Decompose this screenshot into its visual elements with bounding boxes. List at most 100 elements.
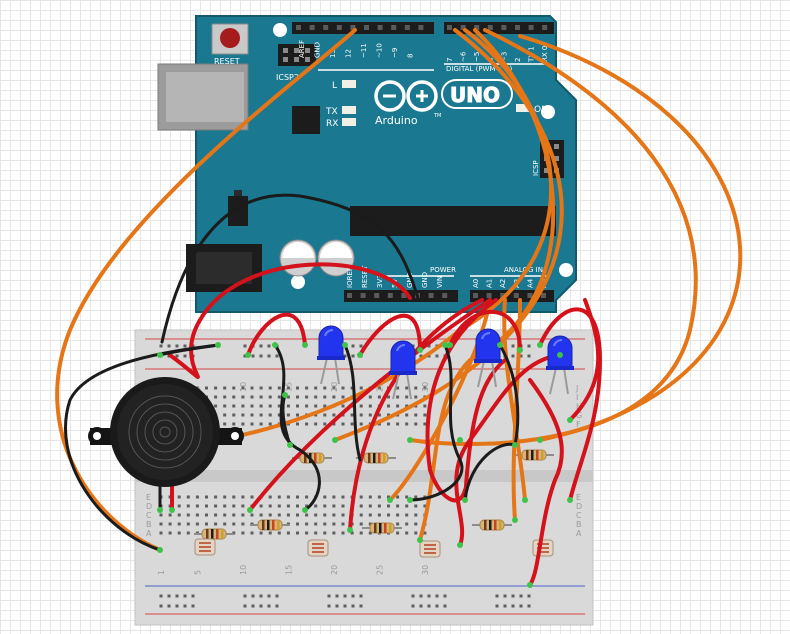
power-label: POWER: [430, 266, 456, 274]
row-label: E: [146, 493, 151, 502]
column-label: 10: [239, 565, 248, 575]
row-label: A: [146, 529, 152, 538]
wire-black: [158, 343, 220, 357]
usb-controller-chip: [292, 106, 320, 134]
pin-label: ~6: [460, 51, 468, 62]
wire-orange: [408, 28, 698, 446]
wire-red: [358, 313, 422, 357]
led-l: [342, 80, 356, 88]
resistor: [250, 519, 290, 531]
column-label: 30: [421, 565, 430, 575]
led-on-label: ON: [534, 105, 548, 115]
mounting-hole: [291, 275, 305, 289]
pin-label: ~9: [391, 48, 399, 58]
orange-wires: [55, 28, 743, 552]
red-wires: [168, 262, 603, 587]
pin-label: A1: [486, 279, 494, 288]
resistor: [514, 449, 554, 461]
pin-label: ~3: [500, 52, 508, 62]
pin-label: GND: [406, 272, 414, 288]
wire-black: [273, 343, 321, 512]
wire-red: [528, 378, 564, 587]
wire-orange: [388, 298, 492, 502]
row-label: H: [576, 402, 582, 411]
photoresistor: [532, 539, 554, 557]
column-label: 20: [330, 565, 339, 575]
reset-button[interactable]: [211, 23, 249, 55]
row-label: C: [576, 511, 582, 520]
row-label: D: [576, 502, 582, 511]
pin-label: A2: [499, 279, 507, 288]
wire-orange: [502, 298, 527, 502]
uno-logo: UNO: [441, 79, 513, 109]
wire-red: [246, 312, 307, 357]
wire-red: [463, 358, 507, 502]
icsp2-header: [278, 44, 316, 66]
wire-red: [568, 298, 601, 422]
pin-label: 3V3: [376, 274, 384, 288]
column-label: 25: [375, 382, 384, 392]
wire-black: [408, 343, 464, 502]
pin-label: 8: [407, 54, 415, 58]
icsp-label: ICSP: [532, 160, 540, 176]
pin-label: A4: [526, 278, 534, 288]
capacitor: [279, 239, 317, 277]
arduino-logo: [374, 80, 438, 112]
pin-label: GND: [421, 272, 429, 288]
resistor: [362, 522, 402, 534]
power-header: [344, 290, 458, 302]
row-label: A: [576, 529, 582, 538]
photoresistor: [194, 538, 216, 556]
column-label: 10: [239, 382, 248, 392]
led-tx: [342, 106, 356, 114]
arduino-pcb: [195, 15, 577, 313]
pin-label: 13: [329, 49, 337, 58]
blue-led: [389, 340, 417, 400]
icsp2-label: ICSP2: [276, 73, 299, 82]
row-label: J: [575, 384, 578, 393]
row-label: F: [576, 420, 581, 429]
pin-label: 7: [446, 58, 454, 62]
pin-label: ~11: [360, 43, 368, 58]
pin-label: AREF: [298, 40, 306, 58]
pin-label: IOREF: [346, 267, 354, 288]
led-rx: [342, 118, 356, 126]
column-label: 30: [421, 382, 430, 392]
brand-name: Arduino: [375, 114, 418, 127]
pin-label: 12: [345, 49, 353, 58]
mounting-hole: [559, 263, 573, 277]
mounting-hole: [273, 23, 287, 37]
column-label: 25: [375, 565, 384, 575]
piezo-buzzer: [88, 377, 244, 487]
pin-label: ~5: [473, 52, 481, 62]
row-label: B: [146, 520, 152, 529]
blue-led: [474, 328, 502, 388]
photoresistor: [307, 539, 329, 557]
pin-label: 2: [514, 58, 522, 62]
wire-red: [168, 262, 412, 380]
pin-label: ~10: [376, 43, 384, 58]
blue-led: [317, 325, 345, 385]
atmega-chip: [350, 206, 556, 236]
pin-label: VIN: [436, 276, 444, 288]
led-tx-label: TX: [325, 107, 338, 117]
led-l-label: L: [332, 81, 337, 91]
pin-label: RX 0: [541, 46, 549, 62]
led-on: [516, 104, 530, 112]
pin-label: RESET: [361, 265, 369, 288]
brand-trademark: TM: [433, 113, 441, 119]
wire-orange: [55, 28, 357, 552]
led-rx-label: RX: [326, 119, 338, 129]
row-label: B: [576, 520, 582, 529]
wire-red: [425, 298, 498, 503]
column-label: 1: [157, 570, 166, 575]
row-label: C: [146, 511, 152, 520]
wire-red: [448, 309, 522, 352]
svg-text:UNO: UNO: [450, 83, 500, 107]
digital-header-left: [292, 22, 434, 34]
pin-label: A0: [472, 279, 480, 288]
column-label: 20: [330, 382, 339, 392]
digital-label: DIGITAL (PWM= ~): [446, 65, 512, 73]
